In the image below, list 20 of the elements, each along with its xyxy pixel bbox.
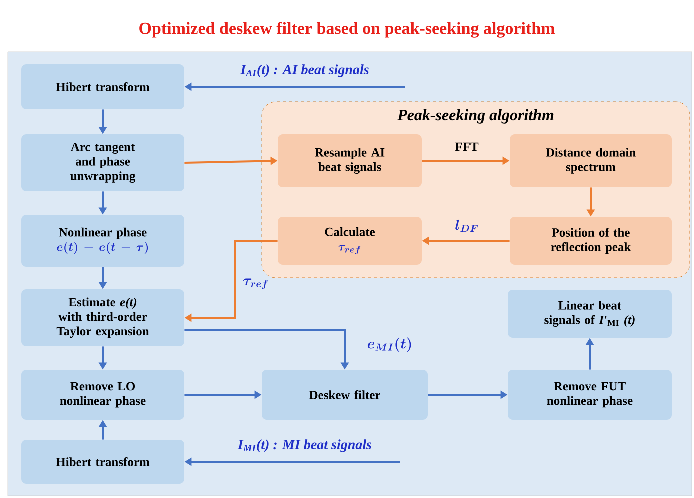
process-box: Resample AI beat signals — [278, 134, 422, 188]
process-box: Remove FUT nonlinear phase — [508, 370, 672, 420]
process-box: Arc tangent and phase unwrapping — [22, 134, 184, 192]
process-box: Nonlinear phase $e(t)-e(t-\tau)$ — [22, 215, 184, 267]
edge-label: $l_{DF}$ — [454, 218, 480, 234]
process-box: Distance domain spectrum — [510, 134, 672, 188]
process-box: Hibert transform — [22, 440, 184, 484]
edge-label: I$_{AI}$(t) : AI beat signals — [240, 64, 370, 78]
process-box: Calculate $\tau_{ref}$ — [278, 217, 422, 265]
edge-label: $e_{MI}(t)$ — [366, 336, 414, 354]
edge-label: FFT — [454, 142, 480, 152]
title: Optimized deskew filter based on peak-seeking algorithm — [140, 22, 555, 38]
process-box: Estimate e(t) with third-order Taylor expansion — [22, 290, 184, 346]
process-box: Remove LO nonlinear phase — [22, 370, 184, 420]
process-box: Linear beat signals of I′$_{MI}$ (t) — [508, 290, 672, 338]
process-box: Hibert transform — [22, 64, 184, 110]
edge-label: $\tau_{ref}$ — [242, 278, 270, 290]
process-box: Position of the reflection peak — [510, 217, 672, 265]
edge-label: I$_{MI}$(t) : MI beat signals — [237, 438, 373, 454]
process-box: Deskew filter — [262, 370, 428, 420]
